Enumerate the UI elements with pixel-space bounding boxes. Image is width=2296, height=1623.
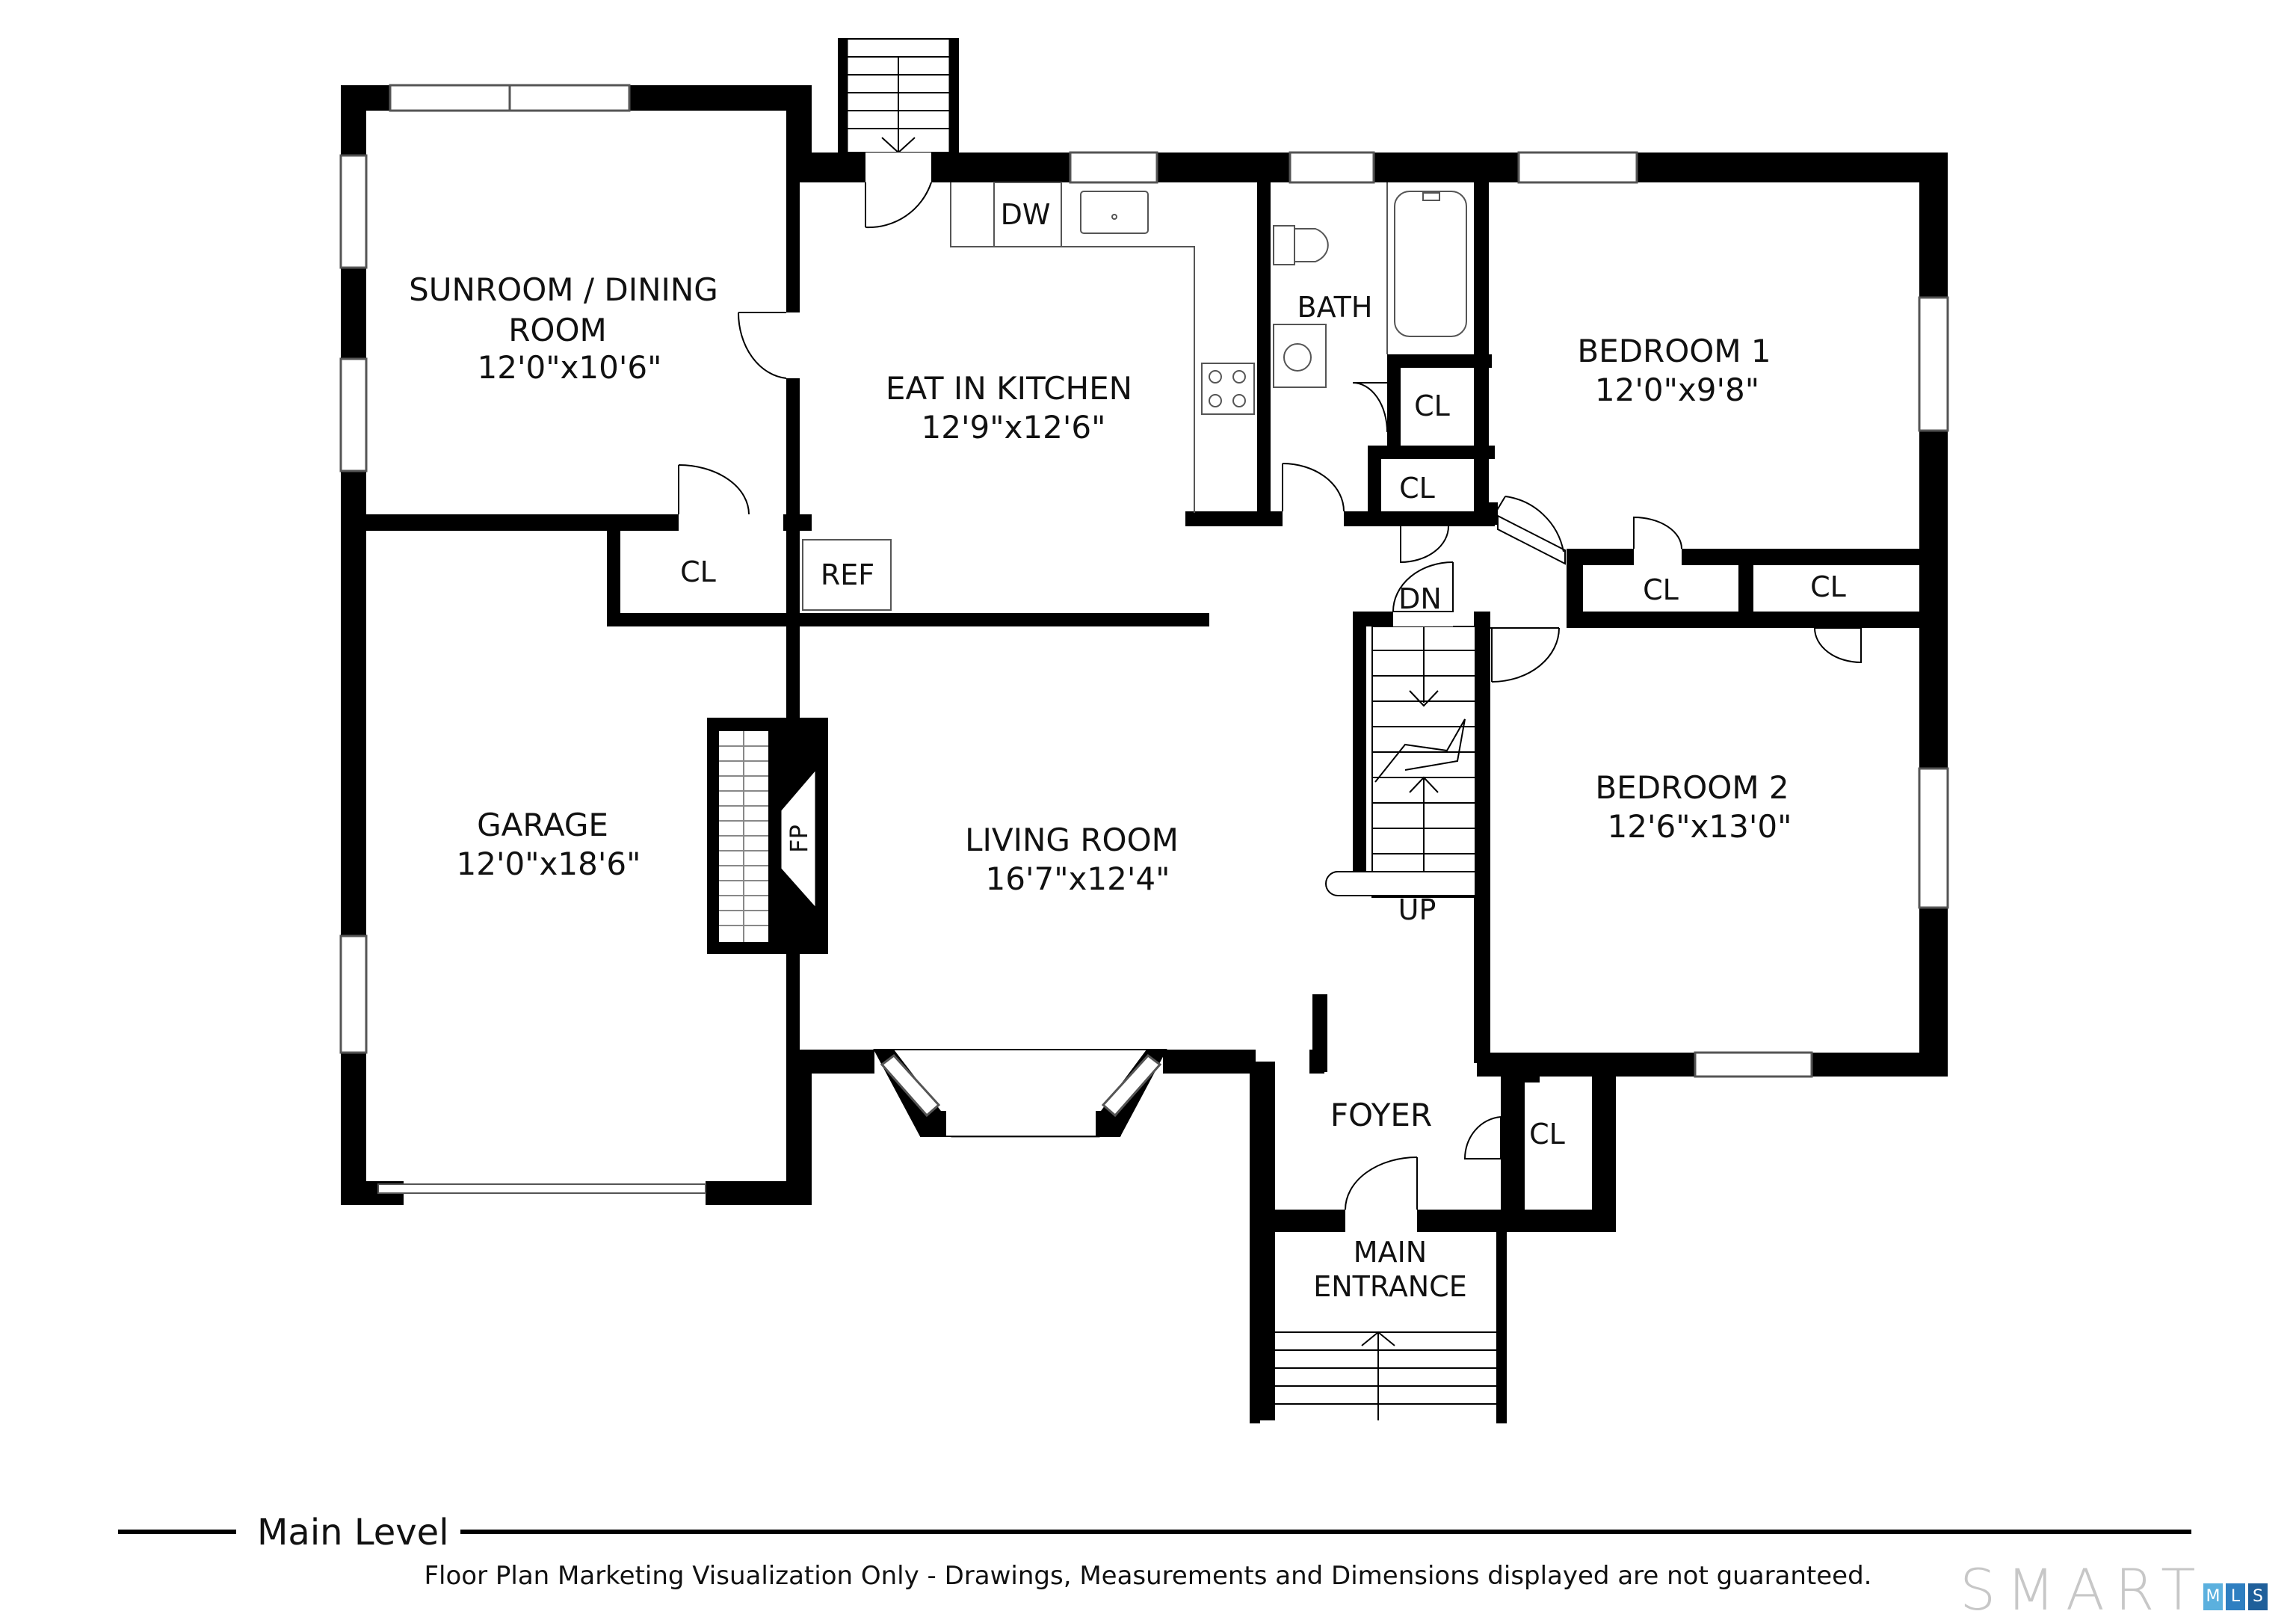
entrance-steps [1260, 1331, 1496, 1420]
closet-label-bedroom1: CL [1643, 573, 1679, 606]
bedroom2-size: 12'6"x13'0" [1608, 808, 1792, 845]
bay-window [873, 1049, 1167, 1137]
kitchen-fixtures [802, 182, 1255, 611]
fireplace [707, 718, 828, 954]
closet-label-hall: CL [1399, 472, 1435, 505]
sunroom-name-1: SUNROOM / DINING [409, 271, 718, 308]
closet-label-garage: CL [680, 555, 716, 588]
closet-label-foyer: CL [1529, 1118, 1565, 1151]
bedroom1-size: 12'0"x9'8" [1595, 372, 1759, 408]
windows [339, 84, 1949, 1194]
smart-logo: SMART [1960, 1556, 2206, 1623]
kitchen-name: EAT IN KITCHEN [886, 370, 1132, 407]
garage-name: GARAGE [477, 807, 608, 843]
level-title: Main Level [257, 1512, 449, 1553]
garage-size: 12'0"x18'6" [457, 846, 641, 882]
interior-walls [341, 153, 1948, 1065]
mls-letter-m: M [2203, 1583, 2223, 1610]
mls-logo: M L S [2203, 1583, 2268, 1610]
interior-stairs [1325, 626, 1476, 898]
room-labels: SUNROOM / DINING ROOM 12'0"x10'6" EAT IN… [409, 271, 1792, 1303]
sunroom-size: 12'0"x10'6" [478, 349, 662, 386]
foyer-name: FOYER [1330, 1097, 1432, 1133]
stairs-down-label: DN [1398, 582, 1442, 615]
disclaimer-text: Floor Plan Marketing Visualization Only … [424, 1561, 1872, 1591]
bath-name: BATH [1297, 291, 1373, 324]
entrance-name-1: MAIN [1354, 1236, 1427, 1269]
bath-fixtures [1273, 182, 1467, 388]
stairs-up-label: UP [1398, 893, 1436, 926]
mls-letter-s: S [2248, 1583, 2268, 1610]
doors [678, 153, 1862, 1232]
legend-lines [118, 1530, 2191, 1534]
living-name: LIVING ROOM [965, 822, 1179, 858]
kitchen-size: 12'9"x12'6" [922, 409, 1106, 446]
closet-label-bedroom2: CL [1810, 570, 1846, 603]
fixture-labels: DW REF FP CL CL CL CL CL CL DN UP [680, 198, 1846, 1151]
sunroom-name-2: ROOM [508, 312, 607, 348]
dishwasher-label: DW [1001, 198, 1051, 231]
bedroom2-name: BEDROOM 2 [1595, 769, 1789, 806]
refrigerator-label: REF [821, 558, 874, 591]
closet-label-bath: CL [1414, 389, 1450, 422]
fireplace-label: FP [785, 825, 813, 853]
entrance-name-2: ENTRANCE [1313, 1270, 1466, 1303]
bedroom1-name: BEDROOM 1 [1577, 333, 1771, 369]
mls-letter-l: L [2226, 1583, 2245, 1610]
living-size: 16'7"x12'4" [986, 860, 1170, 897]
back-stairs [838, 38, 959, 154]
